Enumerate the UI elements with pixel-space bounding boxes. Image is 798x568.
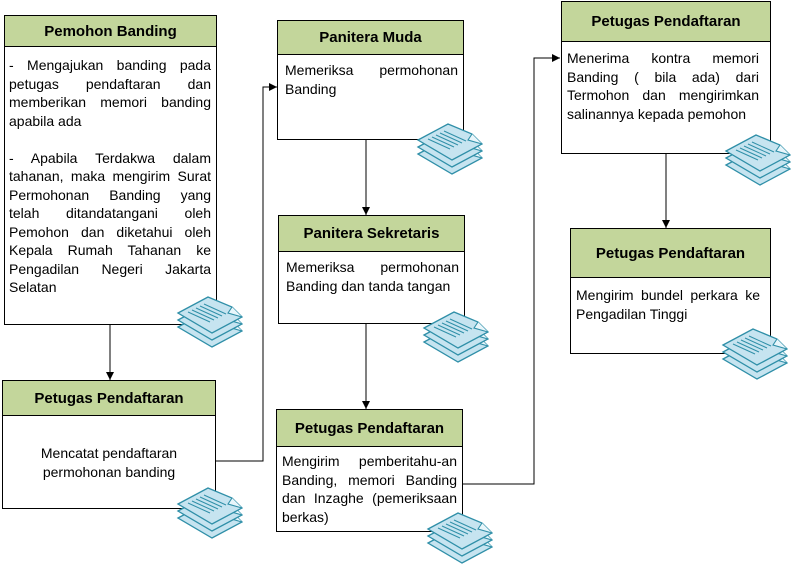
box-title: Panitera Sekretaris	[279, 216, 464, 252]
arrow-petugas2-to-petugas3	[463, 54, 560, 485]
box-text: Mengirim bundel perkara ke Pengadilan Ti…	[576, 287, 760, 322]
box-title: Petugas Pendaftaran	[571, 229, 770, 278]
box-pemohon-banding: Pemohon Banding - Mengajukan banding pad…	[4, 15, 217, 325]
box-text: Mencatat pendaftaran permohonan banding	[40, 445, 178, 480]
document-stack-icon	[416, 123, 484, 175]
box-title: Petugas Pendaftaran	[3, 381, 215, 416]
document-stack-icon	[426, 512, 494, 564]
box-title: Pemohon Banding	[5, 16, 216, 47]
box-title: Petugas Pendaftaran	[562, 2, 770, 42]
document-stack-icon	[724, 134, 792, 186]
document-stack-icon	[422, 311, 490, 363]
document-stack-icon	[176, 296, 244, 348]
box-petugas-pendaftaran-1: Petugas Pendaftaran Mencatat pendaftaran…	[2, 380, 216, 509]
box-petugas-pendaftaran-2: Petugas Pendaftaran Mengirim pemberitahu…	[276, 409, 463, 532]
box-petugas-pendaftaran-4: Petugas Pendaftaran Mengirim bundel perk…	[570, 228, 771, 354]
box-panitera-muda: Panitera Muda Memeriksa permohonan Bandi…	[277, 20, 464, 140]
box-petugas-pendaftaran-3: Petugas Pendaftaran Menerima kontra memo…	[561, 1, 771, 154]
box-text: Memeriksa permohonan Banding dan tanda t…	[286, 259, 459, 294]
box-panitera-sekretaris: Panitera Sekretaris Memeriksa permohonan…	[278, 215, 465, 324]
box-title: Petugas Pendaftaran	[277, 410, 462, 447]
document-stack-icon	[721, 328, 789, 380]
box-text: Menerima kontra memori Banding ( bila ad…	[567, 50, 759, 122]
arrow-petugas1-to-panitera-muda	[216, 83, 277, 462]
document-stack-icon	[176, 487, 244, 539]
box-title: Panitera Muda	[278, 21, 463, 55]
box-text: Memeriksa permohonan Banding	[285, 62, 458, 97]
box-text: - Mengajukan banding pada petugas pendaf…	[9, 57, 211, 295]
box-text: Mengirim pemberitahu-an Banding, memori …	[282, 453, 457, 525]
